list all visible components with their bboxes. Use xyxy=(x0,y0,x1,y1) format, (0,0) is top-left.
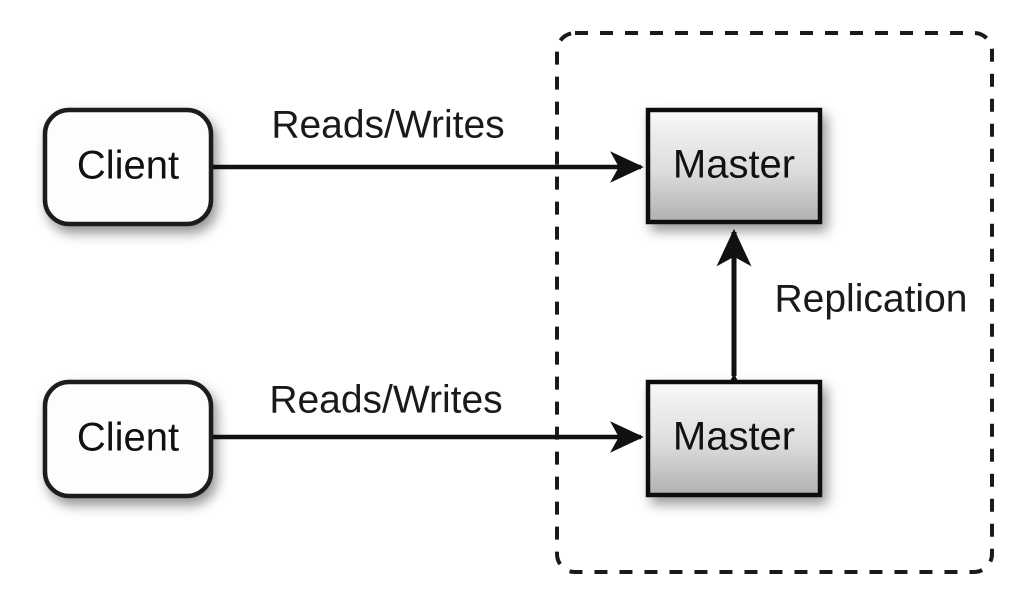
master-top-box[interactable] xyxy=(645,107,823,225)
client-top-label: Client xyxy=(77,144,179,188)
reads-writes-label-top: Reads/Writes xyxy=(271,103,504,146)
master-bottom-label: Master xyxy=(673,415,795,459)
reads-writes-label-bottom: Reads/Writes xyxy=(269,378,502,421)
client-top-box[interactable] xyxy=(42,107,214,227)
master-top-label: Master xyxy=(673,143,795,187)
database-cluster-boundary xyxy=(555,31,994,574)
client-bottom-label: Client xyxy=(77,416,179,460)
client-bottom-box[interactable] xyxy=(42,379,214,499)
node-master-top[interactable]: Master xyxy=(645,107,823,225)
node-client-top[interactable]: Client xyxy=(42,107,214,227)
master-bottom-box[interactable] xyxy=(645,379,823,498)
replication-label: Replication xyxy=(775,277,968,320)
node-client-bottom[interactable]: Client xyxy=(42,379,214,499)
node-master-bottom[interactable]: Master xyxy=(645,379,823,498)
